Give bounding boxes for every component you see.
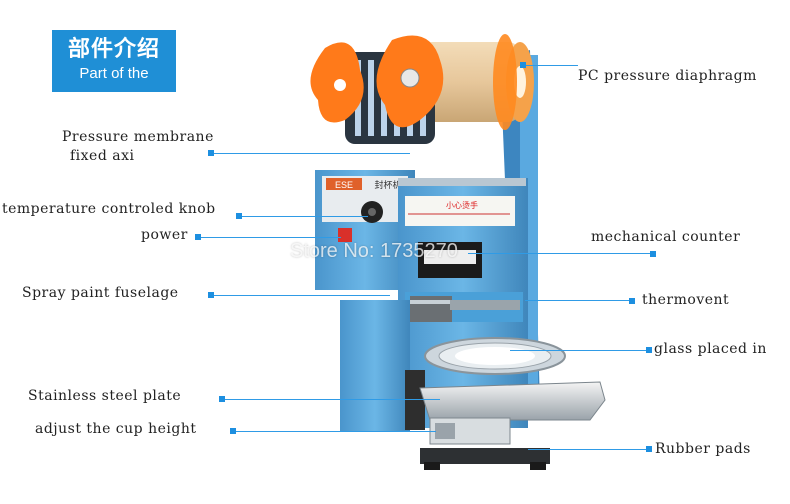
label-fixed-axi: fixed axi — [70, 148, 135, 164]
callout-dot — [646, 347, 652, 353]
cup-holder — [424, 337, 566, 375]
label-pressure-membrane: Pressure membrane — [62, 129, 214, 145]
label-glass-placed-in: glass placed in — [654, 341, 767, 357]
label-stainless-steel-plate: Stainless steel plate — [28, 388, 182, 404]
callout-dot — [195, 234, 201, 240]
power-switch — [338, 228, 352, 242]
stainless-plate — [419, 381, 606, 421]
callout-line — [526, 65, 578, 66]
panel-brand: ESE — [335, 180, 353, 190]
machine-base — [420, 448, 550, 464]
label-power: power — [141, 227, 188, 243]
label-pc-pressure-diaphragm: PC pressure diaphragm — [578, 68, 757, 84]
callout-line — [214, 295, 390, 296]
label-mechanical-counter: mechanical counter — [591, 229, 741, 245]
store-watermark: Store No: 1735270 — [290, 240, 458, 262]
callout-dot — [629, 298, 635, 304]
panel-title: 封杯机 — [374, 179, 401, 191]
film-roll — [310, 34, 534, 144]
label-temperature-knob: temperature controled knob — [2, 201, 216, 217]
callout-dot — [208, 292, 214, 298]
label-rubber-pads: Rubber pads — [655, 441, 751, 457]
callout-line — [236, 431, 436, 432]
lower-frame — [340, 300, 410, 432]
label-spray-paint-fuselage: Spray paint fuselage — [22, 285, 179, 301]
label-thermovent: thermovent — [642, 292, 730, 308]
callout-dot — [520, 62, 526, 68]
callout-dot — [230, 428, 236, 434]
callout-line — [528, 449, 646, 450]
callout-dot — [208, 150, 214, 156]
header-title-cn: 部件介绍 — [67, 37, 160, 62]
callout-dot — [236, 213, 242, 219]
callout-line — [242, 216, 368, 217]
callout-dot — [219, 396, 225, 402]
rubber-pad-right — [530, 462, 546, 470]
callout-line — [468, 253, 650, 254]
heat-head — [410, 296, 452, 322]
callout-dot — [650, 251, 656, 257]
callout-line — [201, 237, 341, 238]
callout-line — [510, 350, 646, 351]
panel-warning: 小心烫手 — [446, 200, 478, 210]
parts-header: 部件介绍 Part of the — [52, 30, 176, 92]
callout-line — [525, 300, 629, 301]
label-adjust-cup-height: adjust the cup height — [35, 421, 197, 437]
callout-line — [225, 399, 440, 400]
callout-dot — [646, 446, 652, 452]
callout-line — [214, 153, 410, 154]
rubber-pad-left — [424, 462, 440, 470]
header-title-en: Part of the — [79, 65, 149, 82]
